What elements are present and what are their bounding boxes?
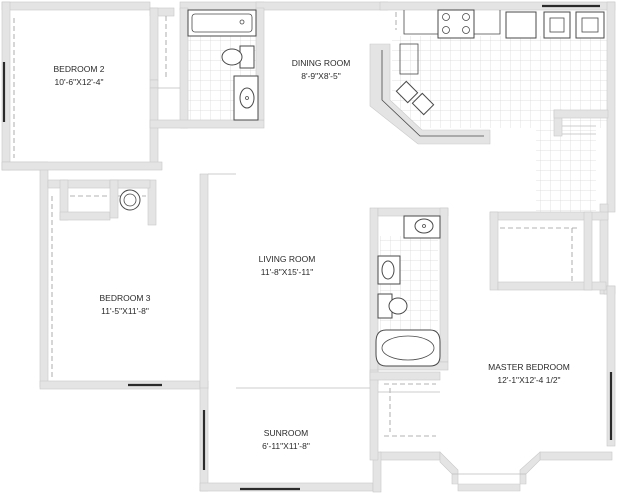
master-bay-window [439, 451, 541, 492]
dishwasher [399, 43, 419, 75]
sunroom-size: 6'-11"X11'-8" [262, 441, 310, 452]
master-bedroom-label: MASTER BEDROOM 12'-1"X12'-4 1/2" [488, 361, 570, 387]
bedroom-2-name: BEDROOM 2 [53, 64, 105, 74]
master-bedroom-name: MASTER BEDROOM [488, 362, 570, 372]
sunroom-name: SUNROOM [263, 428, 309, 438]
bath-2 [187, 9, 259, 121]
bedroom-3-name: BEDROOM 3 [99, 293, 151, 303]
kitchen-sink-right [411, 92, 435, 116]
bedroom-2-label: BEDROOM 2 10'-6"X12'-4" [53, 63, 104, 89]
door-openings [158, 87, 440, 393]
living-room-label: LIVING ROOM 11'-8"X15'-11" [259, 253, 316, 279]
master-vanity-sink [414, 218, 434, 234]
bedroom-3-label: BEDROOM 3 11'-5"X11'-8" [99, 292, 150, 318]
washer [543, 11, 571, 39]
master-toilet-bowl [388, 297, 408, 315]
master-bath [375, 215, 441, 367]
kitchen-nook-tile-floor [536, 126, 596, 212]
toilet-bowl [221, 48, 243, 66]
living-room-size: 11'-8"X15'-11" [260, 267, 314, 278]
master-bedroom-size: 12'-1"X12'-4 1/2" [497, 375, 561, 386]
dryer [575, 11, 605, 39]
bath-2-sink [239, 87, 255, 109]
closet-shelves [13, 12, 580, 437]
living-room-name: LIVING ROOM [258, 254, 316, 264]
interior-walls [1, 7, 609, 461]
master-side-sink [381, 260, 395, 280]
bedroom-2-size: 10'-6"X12'-4" [54, 77, 104, 88]
water-heater [119, 189, 141, 211]
kitchen [369, 9, 609, 145]
water-heater-closet [109, 179, 151, 219]
bedroom-3-size: 11'-5"X11'-8" [101, 306, 149, 317]
dining-room-size: 8'-9"X8'-5" [301, 71, 341, 82]
kitchen-sink-left [395, 80, 419, 104]
dining-room-label: DINING ROOM 8'-9"X8'-5" [292, 57, 351, 83]
garden-tub [375, 329, 441, 367]
sunroom-label: SUNROOM 6'-11"X11'-8" [262, 427, 310, 453]
refrigerator [505, 11, 537, 39]
kitchen-counter [369, 43, 491, 145]
dining-room-name: DINING ROOM [291, 58, 351, 68]
windows [2, 4, 613, 491]
